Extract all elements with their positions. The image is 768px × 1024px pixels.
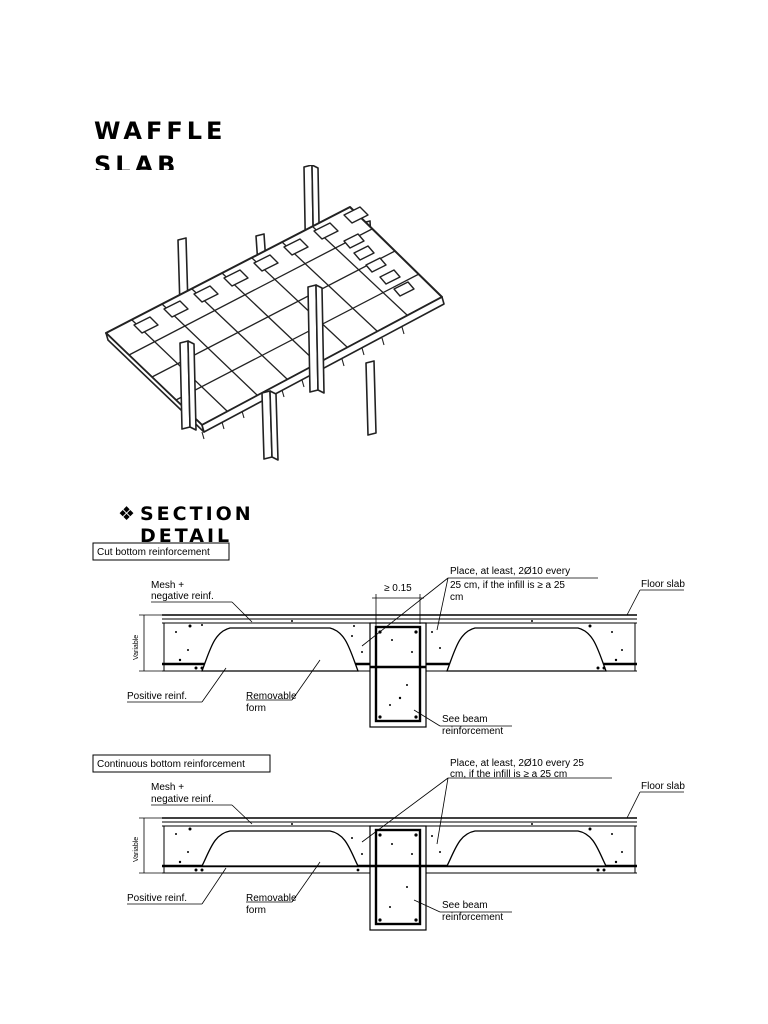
dimension-label: ≥ 0.15 [384,583,412,594]
width-dimension [372,594,424,668]
concrete-stipple [175,620,623,719]
positive-reinf-label: Positive reinf. [127,691,187,702]
removable-form-label-2: form [246,905,266,916]
place-note-2: cm, if the infill is ≥ a 25 cm [450,769,567,780]
section-detail-continuous: Continuous bottom reinforcement [92,752,702,942]
detail-label: Continuous bottom reinforcement [97,759,245,770]
section-heading: ❖ SECTION DETAIL [118,503,338,543]
leader-lines [127,777,684,913]
removable-forms [201,627,607,672]
detail-label-box [92,542,230,561]
leader-lines [127,577,684,727]
removable-form-label: Removable [246,893,297,904]
floor-slab-label: Floor slab [641,579,685,590]
mesh-label-2: negative reinf. [151,794,214,805]
see-beam-label-2: reinforcement [442,912,503,923]
waffle-slab-illustration [105,165,445,461]
place-note-2: 25 cm, if the infill is ≥ a 25 [450,580,565,591]
see-beam-label: See beam [442,900,488,911]
detail-label: Cut bottom reinforcement [97,547,210,558]
diamond-bullet-icon: ❖ [118,503,136,525]
see-beam-label-2: reinforcement [442,726,503,737]
removable-form-label: Removable [246,691,297,702]
beam-section [369,622,427,728]
floor-slab-label: Floor slab [641,781,685,792]
mesh-label: Mesh + [151,580,184,591]
slab-rib-grid [128,225,420,412]
place-note: Place, at least, 2Ø10 every [450,566,570,577]
column-front-left [179,340,197,431]
mesh-label: Mesh + [151,782,184,793]
removable-forms [200,830,608,867]
place-note: Place, at least, 2Ø10 every 25 [450,758,584,769]
variable-label: Variable [133,837,140,862]
page-title: WAFFLE SLAB [94,117,227,170]
beam-section [369,825,427,931]
column-front-bottom [261,390,279,461]
section-detail-cut: Cut bottom reinforcement [92,540,702,745]
mesh-label-2: negative reinf. [151,591,214,602]
see-beam-label: See beam [442,714,488,725]
column-front-right [365,360,377,436]
coffer-row [133,206,369,334]
detail-label-box [92,754,271,773]
column-front-center [307,284,325,394]
section-heading-text: SECTION DETAIL [140,503,254,543]
underside-ribs [201,326,405,440]
positive-reinf-label: Positive reinf. [127,893,187,904]
coffer-column-right [343,233,415,297]
variable-label: Variable [133,635,140,660]
removable-form-label-2: form [246,703,266,714]
place-note-3: cm [450,592,463,603]
concrete-stipple [175,823,623,922]
